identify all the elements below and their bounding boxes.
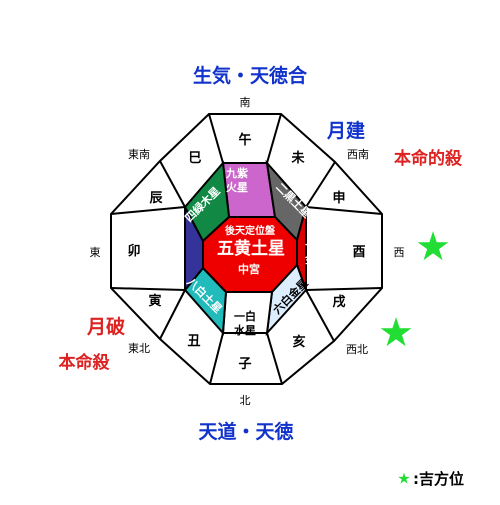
ring-divider-7 (209, 332, 224, 385)
direction-label-e: 東 (90, 246, 101, 259)
zodiac-label-6: 子 (238, 357, 251, 372)
direction-label-s: 南 (240, 96, 251, 109)
ring-divider-9 (110, 287, 186, 291)
annotation-bottom: 天道・天徳 (198, 420, 293, 443)
star-label-s: 一白 水星 (234, 309, 256, 337)
zodiac-label-1: 未 (290, 150, 305, 166)
ring-divider-5 (305, 289, 335, 342)
lucky-star-icon-northwest: ★ (378, 310, 414, 356)
zodiac-label-7: 丑 (187, 334, 200, 349)
center-star: 五黄土星 (217, 238, 285, 259)
ring-divider-8 (159, 289, 186, 340)
center-position: 中宮 (238, 262, 260, 276)
star-label-e-line1: 七赤 (305, 238, 327, 252)
ring-divider-10 (110, 206, 186, 215)
zodiac-label-11: 巳 (188, 151, 201, 166)
zodiac-label-3: 酉 (352, 245, 365, 260)
zodiac-label-0: 午 (238, 132, 251, 148)
star-label-w-line2: 木星 (159, 252, 182, 266)
legend-star-icon: ★ (397, 470, 410, 488)
star-label-e: 七赤 金星 (304, 238, 327, 266)
annotation-gappa: 月破 (86, 316, 125, 338)
direction-label-n: 北 (240, 394, 251, 407)
inner-ring (183, 159, 308, 337)
star-label-w-line1: 三碧 (160, 237, 182, 251)
direction-label-se: 東南 (128, 148, 150, 161)
legend: ★ :吉方位 (397, 470, 464, 489)
star-label-n-line2: 火星 (226, 181, 248, 194)
ring-divider-6 (266, 332, 283, 385)
direction-label-sw: 西南 (347, 148, 369, 161)
star-label-s-line2: 水星 (234, 323, 256, 337)
ring-divider-1 (266, 113, 282, 164)
center-chart-name: 後天定位盤 (225, 224, 276, 237)
legend-text: :吉方位 (413, 470, 464, 488)
ring-divider-11 (159, 160, 186, 208)
direction-label-ne: 東北 (128, 342, 150, 355)
direction-label-nw: 西北 (346, 343, 368, 356)
zodiac-label-9: 卯 (127, 243, 140, 259)
ring-divider-4 (305, 287, 383, 291)
ring-divider-2 (305, 161, 336, 208)
direction-label-w: 西 (394, 246, 405, 259)
star-label-w: 三碧 木星 (159, 237, 182, 266)
star-label-n: 九紫 火星 (225, 166, 248, 194)
star-label-n-line1: 九紫 (225, 166, 248, 180)
zodiac-label-2: 申 (332, 190, 345, 206)
zodiac-label-8: 寅 (148, 293, 161, 309)
annotation-honmei-satsu: 本命殺 (59, 352, 111, 373)
zodiac-label-5: 亥 (292, 334, 305, 350)
lucky-star-icon-west: ★ (415, 224, 451, 270)
ring-divider-0 (208, 113, 224, 164)
annotation-honmei-tekisatsu: 本命的殺 (394, 148, 463, 169)
center-octagon (202, 216, 298, 293)
ring-divider-3 (305, 206, 383, 215)
annotation-top: 生気・天徳合 (193, 64, 308, 87)
star-label-e-line2: 金星 (304, 252, 327, 266)
zodiac-label-10: 辰 (149, 191, 163, 206)
annotation-getsuken: 月建 (326, 119, 365, 142)
zodiac-label-4: 戌 (332, 294, 345, 310)
star-label-s-line1: 一白 (234, 309, 256, 323)
